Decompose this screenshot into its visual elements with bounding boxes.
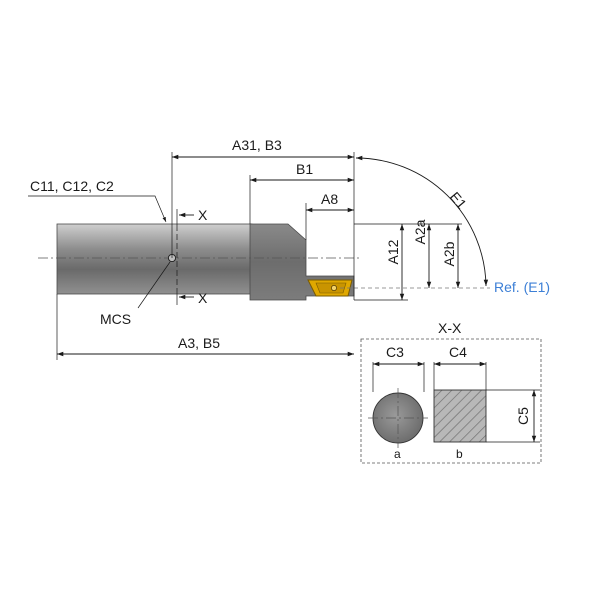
boring-bar — [56, 223, 355, 301]
tool-shank — [56, 223, 253, 295]
section-frame — [360, 338, 542, 464]
a12-label: A12 — [385, 239, 401, 264]
a3-b5-label: A3, B5 — [178, 335, 220, 351]
c11-c12-c2-label: C11, C12, C2 — [30, 178, 114, 194]
mcs-label: MCS — [100, 311, 131, 327]
svg-text:X: X — [198, 207, 208, 223]
c11-leader — [28, 195, 167, 223]
a8-label: A8 — [321, 191, 338, 207]
svg-text:X: X — [198, 290, 208, 306]
section-marker-bottom: X — [176, 290, 208, 306]
mcs-leader — [137, 261, 171, 309]
section-marker-top: X — [176, 207, 208, 225]
square-section-b — [433, 389, 487, 443]
round-section-a — [372, 392, 424, 444]
insert-screw — [331, 285, 337, 291]
ref-e1-label: Ref. (E1) — [494, 279, 550, 295]
a31-b3-label: A31, B3 — [232, 137, 282, 153]
section-title: X-X — [438, 320, 462, 336]
c5-label: C5 — [515, 407, 531, 425]
c3-label: C3 — [386, 344, 404, 360]
a2b-label: A2b — [441, 241, 457, 266]
section-view-x-x: X-X C3 C4 a b C5 — [360, 320, 542, 464]
b1-label: B1 — [296, 161, 313, 177]
e1-label: E1 — [447, 189, 470, 213]
insert-facet — [315, 282, 347, 294]
arc-e1 — [355, 155, 489, 287]
a-label: a — [394, 447, 401, 461]
c4-label: C4 — [449, 344, 467, 360]
a2a-label: A2a — [412, 219, 428, 244]
b-label: b — [456, 447, 463, 461]
